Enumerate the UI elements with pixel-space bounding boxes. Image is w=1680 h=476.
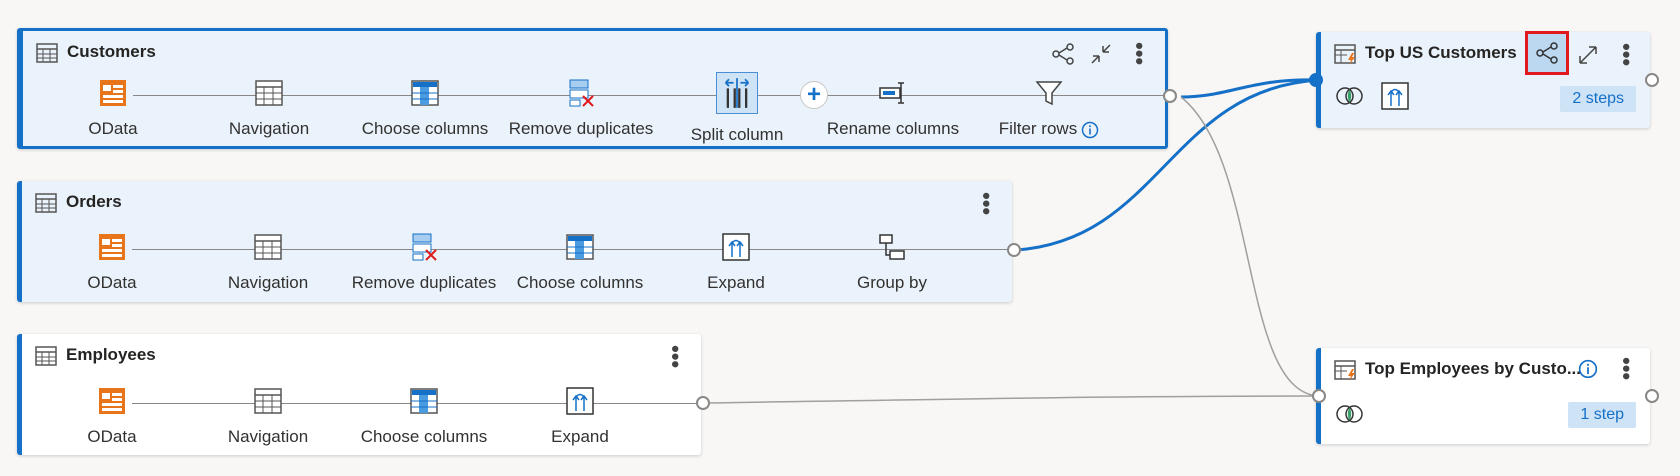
lineage-icon xyxy=(1052,43,1074,65)
choose-columns-icon xyxy=(411,80,439,106)
computed-table-icon xyxy=(1334,44,1356,65)
view-lineage-button[interactable] xyxy=(1525,31,1569,75)
merge-icon xyxy=(1336,87,1363,105)
view-lineage-button[interactable] xyxy=(1047,39,1079,69)
step-connector xyxy=(133,95,1165,96)
step-choose-columns[interactable]: Choose columns xyxy=(350,79,500,139)
query-title: Top Employees by Custo... xyxy=(1365,359,1581,378)
query-card-top-employees[interactable]: Top Employees by Custo... ••• 1 step xyxy=(1312,348,1659,444)
choose-columns-icon xyxy=(566,234,594,260)
output-port[interactable] xyxy=(1007,243,1021,257)
choose-columns-icon xyxy=(410,388,438,414)
table-icon xyxy=(255,80,283,106)
step-remove-duplicates[interactable]: Remove duplicates xyxy=(349,233,499,293)
group-by-icon xyxy=(879,234,905,260)
wire-customers-to-top-us xyxy=(1180,78,1319,99)
steps-badge[interactable]: 2 steps xyxy=(1560,86,1636,112)
expand-icon xyxy=(1381,82,1409,110)
output-port[interactable] xyxy=(696,396,710,410)
step-filter-rows[interactable]: Filter rows xyxy=(974,79,1124,139)
step-odata[interactable]: OData xyxy=(37,387,187,447)
query-title: Customers xyxy=(67,42,156,61)
computed-table-icon xyxy=(1334,360,1356,381)
expand-card-button[interactable] xyxy=(1572,40,1604,70)
info-icon xyxy=(1578,359,1598,379)
input-port[interactable] xyxy=(1312,389,1326,403)
filter-icon xyxy=(1035,81,1063,106)
wire-employees-to-top-employees xyxy=(707,395,1319,404)
table-icon xyxy=(35,346,57,366)
step-remove-duplicates[interactable]: Remove duplicates xyxy=(506,79,656,139)
more-icon: ••• xyxy=(1614,357,1639,381)
query-title: Employees xyxy=(66,345,156,364)
odata-icon xyxy=(99,388,125,414)
rename-columns-icon xyxy=(879,82,904,104)
step-navigation[interactable]: Navigation xyxy=(193,387,343,447)
step-navigation[interactable]: Navigation xyxy=(194,79,344,139)
table-icon xyxy=(254,234,282,260)
more-icon: ••• xyxy=(974,192,999,216)
table-icon xyxy=(254,388,282,414)
collapse-icon xyxy=(1091,44,1111,64)
step-odata[interactable]: OData xyxy=(38,79,188,139)
more-icon: ••• xyxy=(1614,43,1639,67)
steps-badge[interactable]: 1 step xyxy=(1568,402,1636,428)
more-icon: ••• xyxy=(663,345,688,369)
table-icon xyxy=(35,193,57,213)
collapse-button[interactable] xyxy=(1085,39,1117,69)
merge-icon xyxy=(1336,405,1363,423)
odata-icon xyxy=(99,234,125,260)
split-column-icon xyxy=(716,72,758,114)
query-card-top-us-customers[interactable]: Top US Customers ••• 2 steps xyxy=(1309,31,1659,128)
step-split-column[interactable]: Split column xyxy=(662,72,812,145)
wire-customers-to-top-employees xyxy=(1180,96,1319,397)
lineage-icon xyxy=(1536,42,1558,64)
query-card-orders[interactable]: Orders ••• OData Navigation Remove dupli… xyxy=(17,181,1022,302)
step-odata[interactable]: OData xyxy=(37,233,187,293)
step-expand[interactable]: Expand xyxy=(661,233,811,293)
step-navigation[interactable]: Navigation xyxy=(193,233,343,293)
query-card-employees[interactable]: Employees ••• OData Navigation Choose co… xyxy=(17,334,710,455)
expand-icon xyxy=(566,387,594,415)
output-port[interactable] xyxy=(1645,389,1659,403)
step-rename-columns[interactable]: Rename columns xyxy=(818,79,968,139)
more-icon: ••• xyxy=(1127,42,1152,66)
more-options-button[interactable]: ••• xyxy=(1610,40,1642,70)
expand-diagonal-icon xyxy=(1579,46,1597,64)
step-group-by[interactable]: Group by xyxy=(817,233,967,293)
query-card-customers[interactable]: Customers ••• OData Navigation Choose co… xyxy=(17,28,1177,149)
input-port[interactable] xyxy=(1309,73,1323,87)
step-expand[interactable]: Expand xyxy=(505,387,655,447)
info-icon[interactable] xyxy=(1081,121,1099,139)
query-title: Top US Customers xyxy=(1365,43,1517,62)
remove-duplicates-icon xyxy=(412,233,437,261)
more-options-button[interactable]: ••• xyxy=(1610,354,1642,384)
remove-duplicates-icon xyxy=(569,79,594,107)
output-port[interactable] xyxy=(1645,73,1659,87)
info-button[interactable] xyxy=(1572,354,1604,384)
add-step-button[interactable]: + xyxy=(800,81,828,109)
expand-icon xyxy=(722,233,750,261)
output-port[interactable] xyxy=(1163,89,1177,103)
table-icon xyxy=(36,43,58,63)
more-options-button[interactable]: ••• xyxy=(1123,39,1155,69)
step-choose-columns[interactable]: Choose columns xyxy=(505,233,655,293)
query-title: Orders xyxy=(66,192,122,211)
more-options-button[interactable]: ••• xyxy=(970,189,1002,219)
step-choose-columns[interactable]: Choose columns xyxy=(349,387,499,447)
odata-icon xyxy=(100,80,126,106)
more-options-button[interactable]: ••• xyxy=(659,342,691,372)
